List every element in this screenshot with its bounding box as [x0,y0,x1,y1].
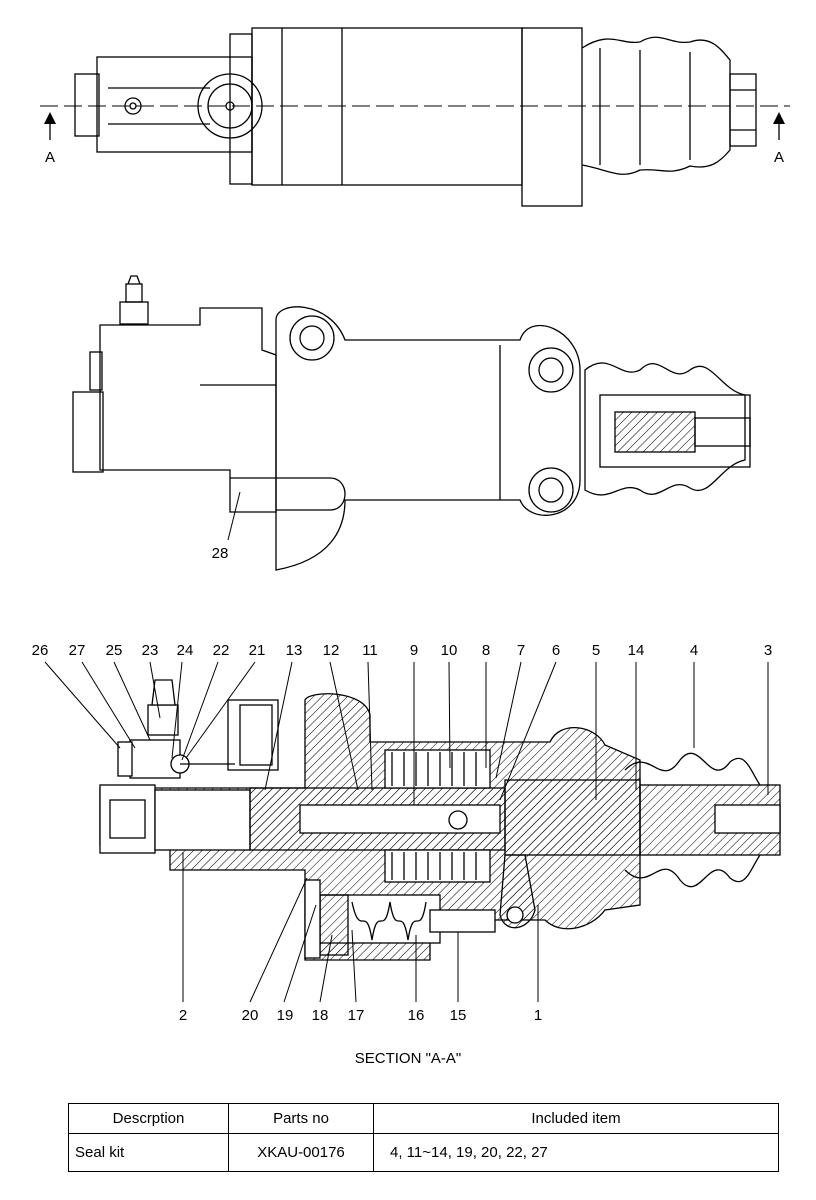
cell-description: Seal kit [68,1133,229,1172]
callout-6: 6 [552,642,560,659]
callout-2: 2 [179,1007,187,1024]
table-row: Seal kit XKAU-00176 4, 11~14, 19, 20, 22… [68,1133,779,1172]
section-marker-right: A [773,112,785,166]
marker-label-left: A [45,149,55,166]
callout-8: 8 [482,642,490,659]
cell-included-item: 4, 11~14, 19, 20, 22, 27 [373,1133,779,1172]
callout-24: 24 [177,642,194,659]
callout-9: 9 [410,642,418,659]
callout-15: 15 [450,1007,467,1024]
callout-16: 16 [408,1007,425,1024]
section-view [99,679,781,961]
callout-19: 19 [277,1007,294,1024]
callout-14: 14 [628,642,645,659]
callout-23: 23 [142,642,159,659]
callout-20: 20 [242,1007,259,1024]
side-view [72,275,751,571]
table-header-row: Descrption Parts no Included item [68,1103,779,1134]
callout-1: 1 [534,1007,542,1024]
section-marker-left: A [44,112,56,166]
callouts-top: 26 27 25 23 24 22 21 13 12 11 9 10 8 7 6… [32,642,773,659]
callout-26: 26 [32,642,49,659]
seal-kit-table: Descrption Parts no Included item Seal k… [68,1103,779,1172]
callout-10: 10 [441,642,458,659]
callout-5: 5 [592,642,600,659]
callout-17: 17 [348,1007,365,1024]
callout-25: 25 [106,642,123,659]
callout-12: 12 [323,642,340,659]
callout-18: 18 [312,1007,329,1024]
callout-22: 22 [213,642,230,659]
callouts-bottom: 2 20 19 18 17 16 15 1 [179,1007,542,1024]
header-parts-no: Parts no [228,1103,374,1134]
callout-13: 13 [286,642,303,659]
cell-parts-no: XKAU-00176 [228,1133,374,1172]
leader-lines [44,661,769,1003]
callout-3: 3 [764,642,772,659]
top-view [40,27,790,207]
marker-label-right: A [774,149,784,166]
header-included-item: Included item [373,1103,779,1134]
callout-27: 27 [69,642,86,659]
header-description: Descrption [68,1103,229,1134]
callout-4: 4 [690,642,698,659]
callout-7: 7 [517,642,525,659]
callout-11: 11 [362,642,378,659]
callout-21: 21 [249,642,266,659]
section-title: SECTION "A-A" [354,1050,462,1067]
callout-28: 28 [212,545,229,562]
leader-28 [227,491,241,541]
